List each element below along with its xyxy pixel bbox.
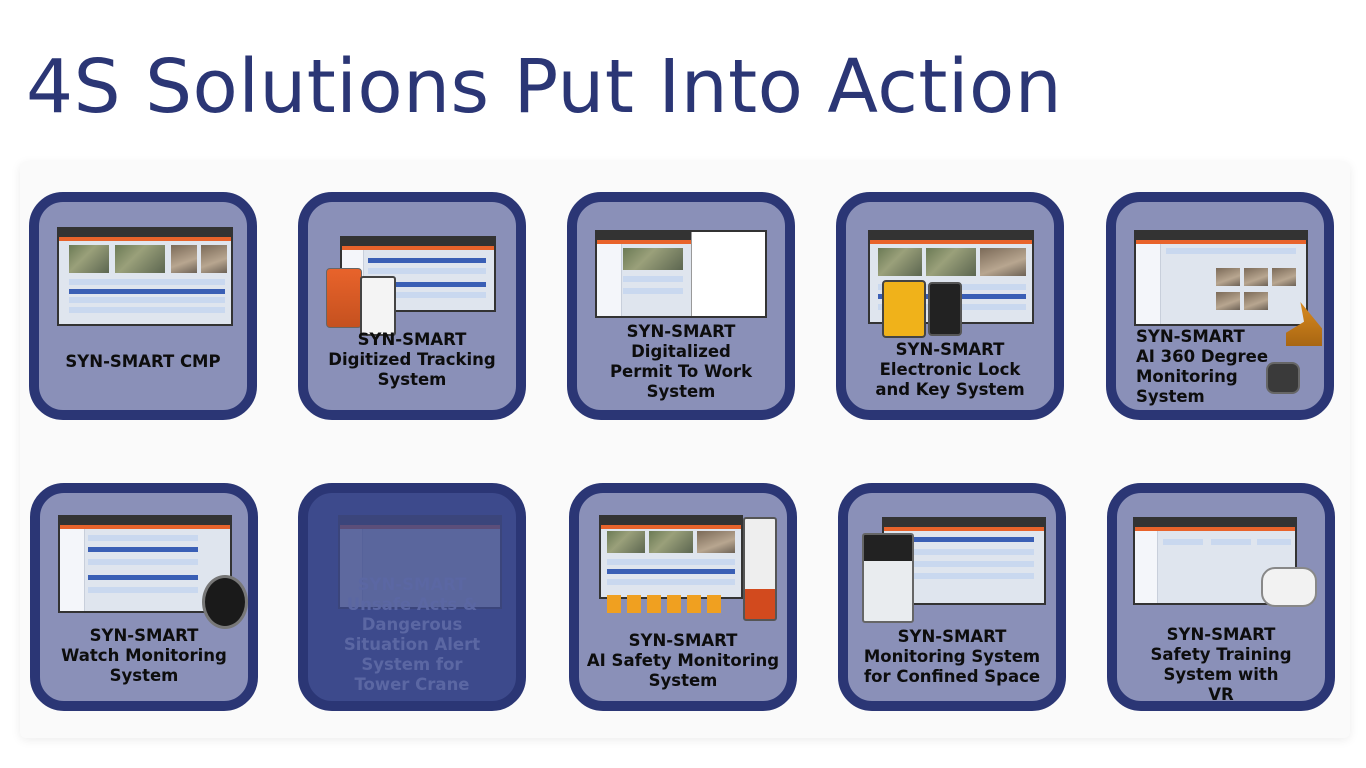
solution-card-watch[interactable]: SYN-SMART Watch Monitoring System [30,483,258,711]
card-label: SYN-SMART Digitized Tracking System [328,330,496,389]
key-device-icon [928,282,962,336]
solution-card-confined[interactable]: SYN-SMART Monitoring System for Confined… [838,483,1066,711]
solution-card-tracking[interactable]: SYN-SMART Digitized Tracking System [298,192,526,420]
card-label: SYN-SMART Electronic Lock and Key System [875,340,1025,399]
solution-card-vr[interactable]: SYN-SMART Safety Training System with VR [1107,483,1335,711]
dashboard-screenshot [57,227,233,326]
card-label: SYN-SMART Watch Monitoring System [61,626,227,685]
page-title: 4S Solutions Put Into Action [26,44,1063,130]
solution-card-unsafe[interactable]: SYN-SMART Unsafe Acts & Dangerous Situat… [298,483,526,711]
smartwatch-icon [202,575,248,629]
solution-card-cmp[interactable]: SYN-SMART CMP [29,192,257,420]
solution-card-lock[interactable]: SYN-SMART Electronic Lock and Key System [836,192,1064,420]
solution-card-aisafety[interactable]: SYN-SMART AI Safety Monitoring System [569,483,797,711]
card-label: SYN-SMART AI Safety Monitoring System [586,631,780,690]
crane-screenshot [338,515,502,609]
phone-icon [360,276,396,336]
solution-card-permit[interactable]: SYN-SMART Digitalized Permit To Work Sys… [567,192,795,420]
solution-card-ai360[interactable]: SYN-SMART AI 360 Degree Monitoring Syste… [1106,192,1334,420]
solutions-panel: SYN-SMART CMP SYN-SMART Digitized Tracki… [20,162,1350,738]
card-label: SYN-SMART Safety Training System with VR [1150,625,1292,704]
permit-screenshot [595,230,767,318]
ai360-screenshot [1134,230,1308,326]
alarm-pole-icon [743,517,777,621]
camera-icon [1266,362,1300,394]
card-label: SYN-SMART Unsafe Acts & Dangerous Situat… [343,575,481,694]
sensor-station-icon [862,533,914,623]
ppe-icons [607,595,727,613]
padlock-icon [882,280,926,338]
card-label: SYN-SMART Digitalized Permit To Work Sys… [609,322,753,401]
card-label: SYN-SMART AI 360 Degree Monitoring Syste… [1136,327,1269,406]
card-label: SYN-SMART Monitoring System for Confined… [863,627,1041,686]
aisafety-screenshot [599,515,743,599]
tracking-tag-icon [326,268,362,328]
card-label: SYN-SMART CMP [65,352,221,371]
vr-headset-icon [1261,567,1317,607]
